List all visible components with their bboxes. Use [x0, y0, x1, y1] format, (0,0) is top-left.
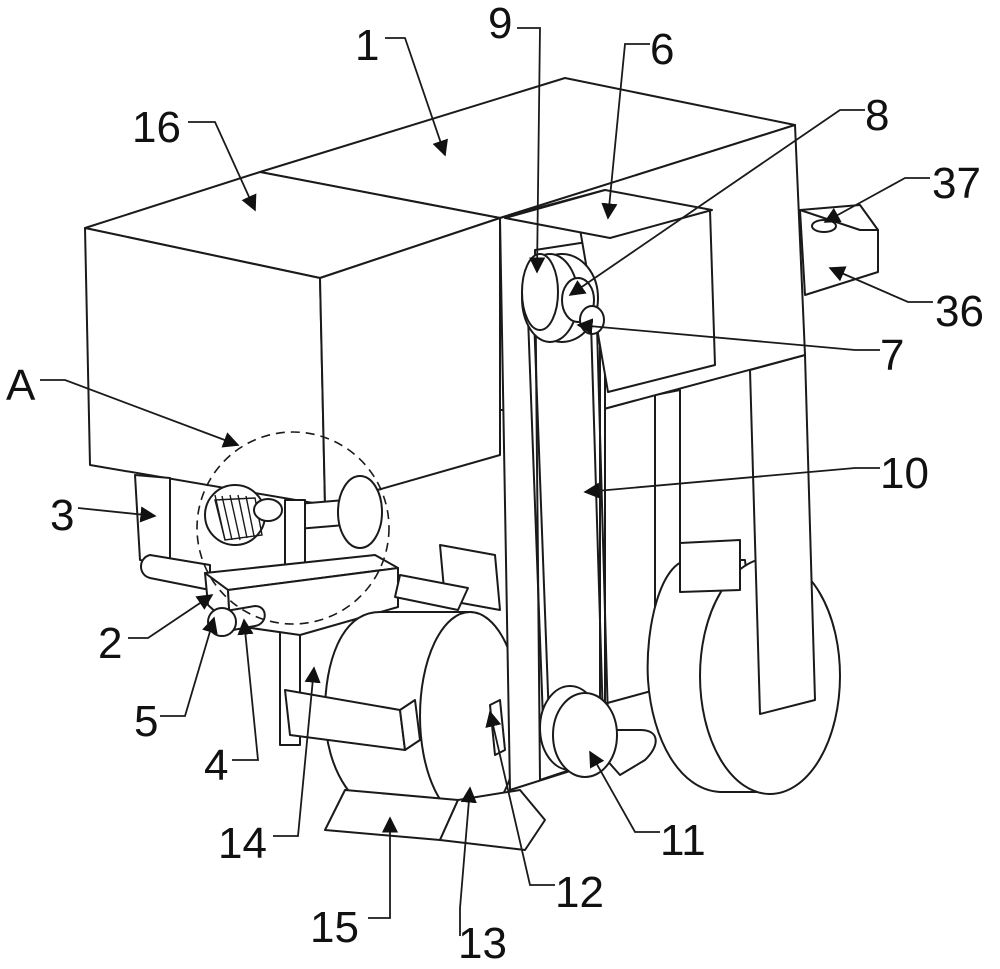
callout-1: 1: [355, 21, 448, 157]
callout-4: 4: [204, 618, 259, 790]
label-37: 37: [932, 159, 981, 208]
callout-a: A: [6, 361, 240, 448]
callout-11: 11: [589, 750, 706, 865]
callout-12: 12: [485, 710, 604, 917]
label-8: 8: [865, 91, 889, 140]
support-leg: [749, 354, 816, 715]
label-7: 7: [880, 331, 904, 380]
callout-15: 15: [310, 816, 399, 952]
callout-5: 5: [134, 616, 218, 746]
label-11: 11: [660, 816, 706, 865]
label-1: 1: [355, 21, 379, 70]
callout-10: 10: [583, 449, 929, 499]
label-36: 36: [935, 287, 984, 336]
drive-belt: [526, 289, 609, 721]
callout-7: 7: [576, 318, 904, 380]
callout-16: 16: [132, 103, 257, 212]
callout-9: 9: [488, 0, 546, 274]
label-16: 16: [132, 103, 181, 152]
mount-hole: [811, 219, 837, 233]
cutting-drum: [284, 544, 546, 851]
label-6: 6: [650, 25, 674, 74]
callout-2: 2: [98, 594, 214, 668]
label-9: 9: [488, 0, 512, 48]
label-12: 12: [555, 868, 604, 917]
detail-circle-a: [196, 431, 390, 625]
label-5: 5: [134, 697, 158, 746]
callout-3: 3: [50, 491, 157, 540]
bevel-gear-assembly: [204, 475, 383, 571]
label-13: 13: [458, 919, 507, 968]
callout-13: 13: [458, 786, 507, 968]
hopper: [84, 171, 501, 506]
callout-8: 8: [568, 91, 889, 296]
label-14: 14: [218, 819, 267, 868]
label-10: 10: [880, 449, 929, 498]
label-4: 4: [204, 741, 228, 790]
label-2: 2: [98, 619, 122, 668]
label-a: A: [6, 361, 36, 410]
pin-knob: [207, 605, 266, 637]
callout-6: 6: [601, 25, 674, 220]
label-15: 15: [310, 903, 359, 952]
callout-36: 36: [828, 266, 984, 336]
slider-block: [204, 554, 399, 636]
callout-14: 14: [218, 666, 321, 868]
callout-37: 37: [823, 159, 981, 223]
mount-plate: [799, 204, 879, 296]
label-3: 3: [50, 491, 74, 540]
